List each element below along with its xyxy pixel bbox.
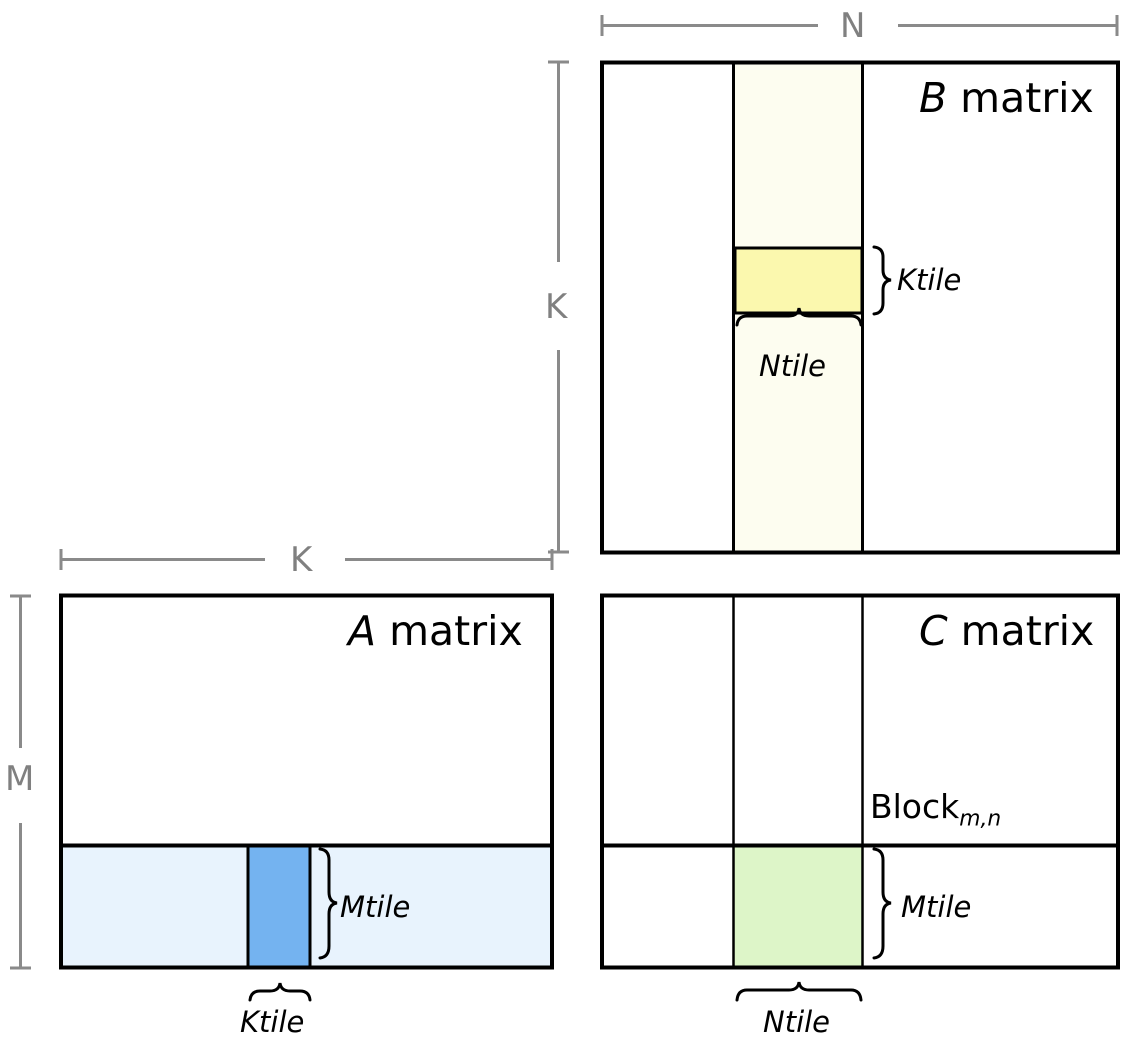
c-matrix-mtile-brace — [872, 847, 892, 960]
c-matrix-block-text: Block — [870, 787, 960, 826]
a-matrix-title-symbol: A — [348, 607, 377, 655]
a-matrix-mtile-label: Mtile — [340, 890, 411, 924]
a-matrix-ktile-brace — [248, 982, 312, 1002]
b-matrix-title-word: matrix — [947, 74, 1094, 122]
c-matrix-title: C matrix — [919, 611, 1094, 652]
dimension-label-k-horizontal: K — [290, 540, 313, 580]
dimension-indicator-n — [600, 15, 1119, 36]
b-matrix-ktile-brace — [872, 245, 892, 316]
c-matrix-title-symbol: C — [919, 607, 948, 655]
c-matrix — [600, 593, 1120, 1002]
b-matrix — [600, 60, 1120, 555]
a-matrix-title: A matrix — [348, 611, 523, 652]
b-matrix-ktile-label: Ktile — [897, 263, 962, 297]
dimension-label-n: N — [840, 6, 866, 46]
c-matrix-title-word: matrix — [947, 607, 1095, 655]
b-matrix-tile — [733, 246, 864, 315]
b-matrix-ntile-label: Ntile — [759, 349, 827, 383]
c-matrix-ntile-brace — [735, 981, 863, 1002]
b-matrix-title-symbol: B — [919, 74, 948, 122]
c-matrix-tile — [734, 846, 862, 967]
dimension-indicator-m — [10, 594, 31, 970]
c-matrix-border — [600, 593, 1120, 970]
c-matrix-ntile-label: Ntile — [763, 1005, 831, 1039]
c-matrix-block-subscript: m,n — [959, 806, 1002, 832]
dimension-label-m: M — [5, 759, 35, 799]
dimension-label-k-vertical: K — [545, 287, 568, 327]
c-matrix-mtile-label: Mtile — [901, 890, 972, 924]
a-matrix-ktile-label: Ktile — [240, 1005, 305, 1039]
a-matrix-mtile-brace — [318, 847, 338, 960]
b-matrix-ntile-brace — [735, 307, 863, 327]
a-matrix-tile — [246, 844, 312, 969]
dimension-indicator-k-horizontal — [59, 549, 554, 570]
c-matrix-block-label: Blockm,n — [870, 790, 1001, 830]
a-matrix-border — [59, 593, 554, 970]
b-matrix-title: B matrix — [919, 78, 1094, 119]
b-matrix-border — [600, 60, 1120, 555]
a-matrix — [59, 593, 554, 1002]
dimension-indicator-k-vertical — [548, 60, 569, 554]
a-matrix-title-word: matrix — [376, 607, 523, 655]
